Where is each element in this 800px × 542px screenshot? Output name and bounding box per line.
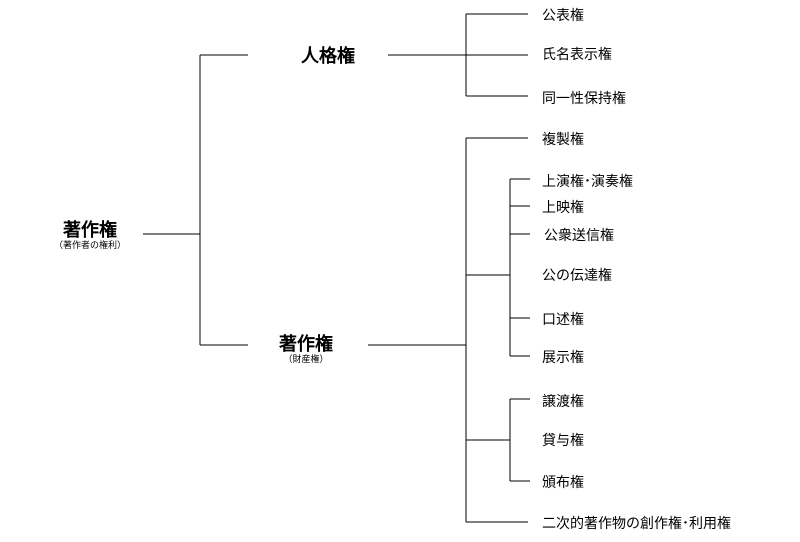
leaf-exhibition-right: 展示権 [542, 350, 584, 366]
leaf-distribution-right: 頒布権 [542, 475, 584, 491]
root-node: 著作権 （著作者の権利） [40, 221, 140, 252]
leaf-derivative-work-right: 二次的著作物の創作権･利用権 [542, 516, 731, 532]
leaf-public-transmission-right: 公衆送信権 [544, 228, 614, 244]
leaf-performance-right: 上演権･演奏権 [542, 174, 633, 190]
economic-rights-subtitle: （財産権） [283, 355, 329, 365]
leaf-integrity-right: 同一性保持権 [542, 91, 626, 107]
leaf-transfer-right: 譲渡権 [542, 394, 584, 410]
moral-rights-node: 人格権 [278, 47, 378, 67]
economic-rights-node: 著作権 （財産権） [256, 335, 356, 366]
leaf-public-communication-right: 公の伝達権 [542, 268, 612, 284]
leaf-reproduction-right: 複製権 [542, 132, 584, 148]
moral-rights-title: 人格権 [301, 46, 355, 67]
root-title: 著作権 [63, 220, 117, 241]
leaf-recitation-right: 口述権 [542, 312, 584, 328]
leaf-publication-right: 公表権 [542, 8, 584, 24]
economic-rights-title: 著作権 [279, 334, 333, 355]
leaf-attribution-right: 氏名表示権 [542, 47, 612, 63]
root-subtitle: （著作者の権利） [53, 241, 126, 251]
leaf-lending-right: 貸与権 [542, 433, 584, 449]
leaf-screening-right: 上映権 [542, 200, 584, 216]
